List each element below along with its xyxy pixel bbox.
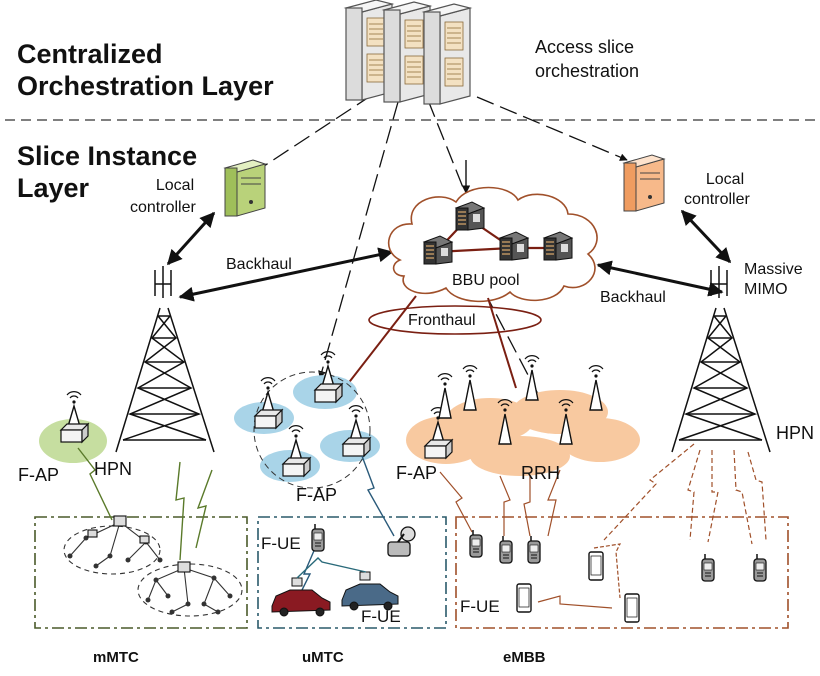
fronthaul-label: Fronthaul bbox=[408, 312, 476, 329]
fap-middle-label: F-AP bbox=[296, 485, 338, 505]
bbu-pool-label: BBU pool bbox=[452, 272, 520, 289]
fap-devices-icon bbox=[60, 350, 453, 477]
umtc-cars-icon bbox=[271, 557, 399, 617]
wireless-links-mmtc bbox=[77, 447, 213, 561]
orchestrator-label-line1: Access slice bbox=[535, 37, 635, 57]
massive-mimo-label-line2: MIMO bbox=[744, 281, 788, 298]
slice-instance-layer-title-line2: Layer bbox=[17, 173, 90, 203]
fue-bottom-label: F-UE bbox=[361, 607, 401, 626]
fronthaul-links bbox=[339, 295, 517, 395]
orchestration-layer-title-line1: Centralized bbox=[17, 39, 163, 69]
fue-embb-label: F-UE bbox=[460, 597, 500, 616]
left-controller-label-line2: controller bbox=[130, 199, 196, 216]
slice-box-umtc bbox=[257, 516, 447, 629]
controller-links bbox=[166, 209, 732, 266]
slice-label-umtc: uMTC bbox=[302, 649, 344, 666]
orchestrator-label-line2: orchestration bbox=[535, 61, 640, 81]
umtc-robot-icon bbox=[387, 526, 416, 557]
slice-instance-layer-title-line1: Slice Instance bbox=[17, 141, 198, 171]
left-controller-label-line1: Local bbox=[155, 177, 195, 194]
orchestrator-servers-icon bbox=[345, 0, 471, 105]
fronthaul-ring bbox=[368, 305, 542, 335]
slice-label-embb: eMBB bbox=[503, 649, 546, 666]
fap-right-label: F-AP bbox=[396, 463, 438, 483]
fap-left-label: F-AP bbox=[18, 465, 60, 485]
right-controller-label-line2: controller bbox=[684, 191, 750, 208]
backhaul-left-label: Backhaul bbox=[226, 256, 292, 273]
slice-box-mmtc bbox=[34, 516, 248, 629]
backhaul-links bbox=[178, 247, 724, 302]
orchestration-links bbox=[254, 94, 628, 395]
slice-box-embb bbox=[455, 516, 789, 629]
right-controller-label-line1: Local bbox=[705, 171, 745, 188]
hpn-left-label: HPN bbox=[94, 459, 133, 479]
fue-top-label: F-UE bbox=[261, 534, 301, 553]
hpn-right-label: HPN bbox=[776, 423, 815, 443]
wireless-links-umtc bbox=[297, 455, 395, 599]
hpn-tower-left-icon bbox=[115, 266, 215, 453]
wireless-links-hpn-right bbox=[603, 443, 767, 545]
slice-label-mmtc: mMTC bbox=[93, 649, 139, 666]
hpn-tower-right-icon bbox=[671, 266, 771, 453]
right-controller-server-icon bbox=[622, 154, 666, 212]
umtc-phone-icon bbox=[311, 523, 325, 552]
wireless-links-embb bbox=[439, 469, 622, 609]
fap-cluster-ring bbox=[253, 371, 371, 489]
massive-mimo-label-line1: Massive bbox=[744, 261, 803, 278]
left-controller-server-icon bbox=[223, 159, 267, 217]
mmtc-sensor-mesh-icon bbox=[63, 515, 243, 617]
bbu-pool-cloud bbox=[388, 186, 598, 303]
backhaul-right-label: Backhaul bbox=[600, 289, 666, 306]
orchestration-layer-title-line2: Orchestration Layer bbox=[17, 71, 274, 101]
rrh-label: RRH bbox=[521, 463, 560, 483]
